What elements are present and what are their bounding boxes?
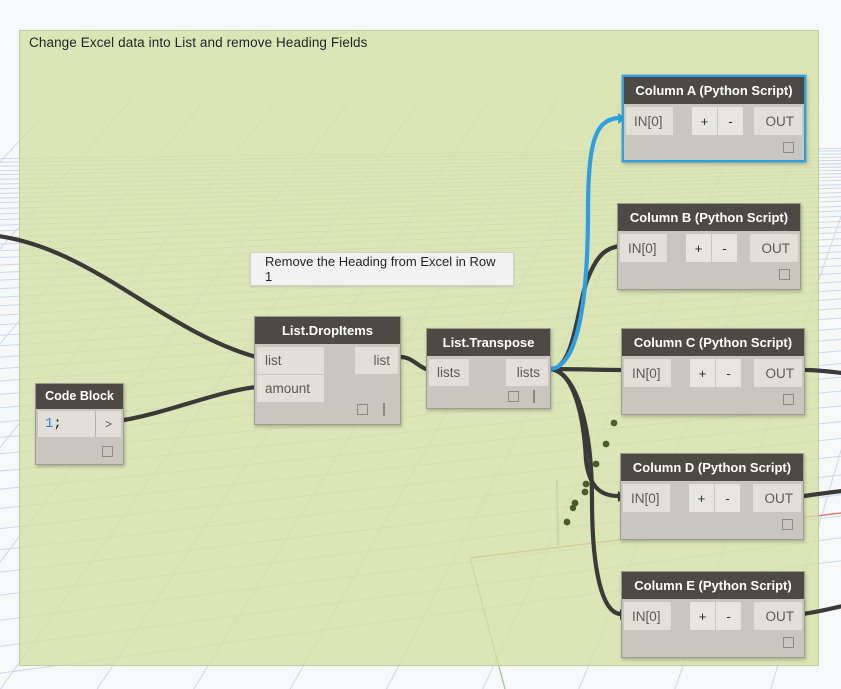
preview-checkbox-list-transpose[interactable]: [508, 391, 519, 402]
preview-checkbox-column-c[interactable]: [783, 394, 794, 405]
port-out-column-e[interactable]: OUT: [754, 602, 802, 630]
preview-checkbox-list-dropitems[interactable]: [357, 404, 368, 415]
add-input-button-column-e[interactable]: +: [690, 602, 715, 630]
remove-input-button-column-a[interactable]: -: [718, 107, 743, 135]
add-input-button-column-c[interactable]: +: [690, 359, 715, 387]
node-list-dropitems[interactable]: List.DropItems list amount list: [254, 316, 401, 425]
remove-input-button-column-e[interactable]: -: [716, 602, 741, 630]
code-block-value: 1: [45, 415, 54, 432]
remove-input-button-column-b[interactable]: -: [712, 234, 737, 262]
node-column-d[interactable]: Column D (Python Script) IN[0] + - OUT: [620, 453, 804, 540]
node-title-code-block: Code Block: [36, 384, 123, 409]
group-title: Change Excel data into List and remove H…: [29, 35, 368, 50]
node-title-column-b: Column B (Python Script): [618, 204, 800, 231]
node-title-list-transpose: List.Transpose: [427, 329, 550, 356]
node-title-column-a: Column A (Python Script): [624, 77, 804, 104]
port-in-column-a[interactable]: IN[0]: [626, 107, 673, 135]
port-out-list[interactable]: list: [355, 347, 398, 374]
node-column-b[interactable]: Column B (Python Script) IN[0] + - OUT: [617, 203, 801, 290]
port-out-column-c[interactable]: OUT: [754, 359, 802, 387]
port-in-column-c[interactable]: IN[0]: [624, 359, 671, 387]
port-out-code-block[interactable]: >: [95, 410, 121, 437]
port-in-column-b[interactable]: IN[0]: [620, 234, 667, 262]
port-in-column-d[interactable]: IN[0]: [623, 484, 670, 512]
node-code-block[interactable]: Code Block 1; >: [35, 383, 124, 465]
remove-input-button-column-d[interactable]: -: [715, 484, 740, 512]
lacing-indicator-list-transpose[interactable]: [533, 390, 535, 403]
port-in-amount[interactable]: amount: [257, 375, 324, 402]
node-title-column-e: Column E (Python Script): [622, 572, 804, 599]
port-out-column-b[interactable]: OUT: [750, 234, 798, 262]
port-out-column-d[interactable]: OUT: [753, 484, 801, 512]
add-input-button-column-d[interactable]: +: [689, 484, 714, 512]
node-column-c[interactable]: Column C (Python Script) IN[0] + - OUT: [621, 328, 805, 415]
node-list-transpose[interactable]: List.Transpose lists lists: [426, 328, 551, 409]
add-input-button-column-b[interactable]: +: [686, 234, 711, 262]
preview-checkbox-column-e[interactable]: [783, 637, 794, 648]
remove-input-button-column-c[interactable]: -: [716, 359, 741, 387]
port-in-list[interactable]: list: [257, 347, 324, 374]
preview-checkbox-column-a[interactable]: [783, 142, 794, 153]
note-text: Remove the Heading from Excel in Row 1: [265, 254, 496, 284]
preview-checkbox-column-d[interactable]: [782, 519, 793, 530]
port-out-lists[interactable]: lists: [506, 359, 548, 386]
add-input-button-column-a[interactable]: +: [692, 107, 717, 135]
node-title-column-d: Column D (Python Script): [621, 454, 803, 481]
preview-checkbox-column-b[interactable]: [779, 269, 790, 280]
preview-checkbox-code-block[interactable]: [102, 445, 113, 457]
note-sticky[interactable]: Remove the Heading from Excel in Row 1: [250, 252, 514, 286]
port-in-lists[interactable]: lists: [429, 359, 469, 386]
node-title-list-dropitems: List.DropItems: [255, 317, 400, 344]
code-block-editor[interactable]: 1;: [38, 410, 95, 437]
lacing-indicator-list-dropitems[interactable]: [383, 403, 385, 416]
port-in-column-e[interactable]: IN[0]: [624, 602, 671, 630]
node-column-e[interactable]: Column E (Python Script) IN[0] + - OUT: [621, 571, 805, 658]
code-block-terminator: ;: [53, 415, 62, 432]
node-column-a[interactable]: Column A (Python Script) IN[0] + - OUT: [622, 75, 806, 162]
node-title-column-c: Column C (Python Script): [622, 329, 804, 356]
port-out-column-a[interactable]: OUT: [754, 107, 802, 135]
